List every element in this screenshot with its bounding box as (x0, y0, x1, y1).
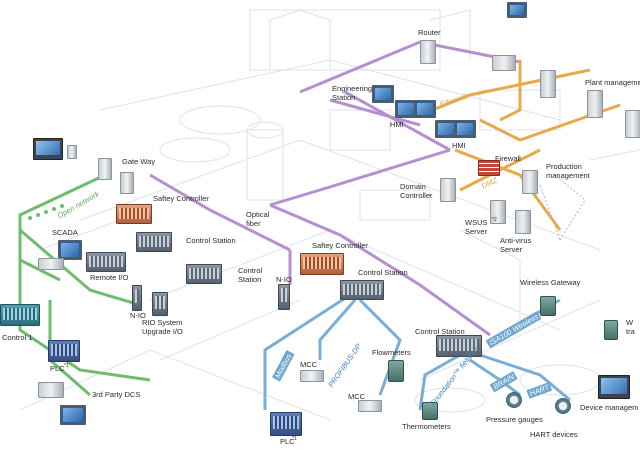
plc-1-footnote-label: *1 (64, 363, 69, 369)
hmi-1b-monitor-icon[interactable] (414, 100, 436, 118)
firewall-icon (478, 160, 500, 176)
top-right-monitor-icon (507, 2, 527, 18)
engineering-station-label: Engineering Station (332, 84, 373, 102)
scada-workstation-icon (38, 258, 64, 270)
tablet-icon (67, 145, 77, 159)
control-station-3-label: Control Station (358, 268, 408, 277)
antivirus-server-label: Anti-virus Server (500, 236, 532, 254)
fieldbus-links (263, 293, 571, 411)
mcc-2-device[interactable] (358, 400, 382, 412)
mcc-1-device[interactable] (300, 370, 324, 382)
control-station-2-device[interactable] (186, 264, 222, 284)
gateway-device-icon[interactable] (98, 158, 112, 180)
safety-controller-2-label: Saftey Controller (312, 241, 368, 250)
antivirus-server-icon (515, 210, 531, 234)
control-1-label: Control 1 (2, 333, 33, 342)
wireless-gateway-label: Wireless Gateway (520, 278, 581, 287)
flowmeters-label: Flowmeters (372, 348, 411, 357)
control-station-1-label: Control Station (186, 236, 236, 245)
plant-management-server-2-icon (625, 110, 640, 138)
nio-2-label: N-IO (276, 275, 292, 284)
wireless-dots (28, 204, 64, 220)
nio-2-device[interactable] (278, 284, 290, 310)
dashed-lines (539, 174, 586, 241)
hmi-2b-monitor-icon[interactable] (454, 120, 476, 138)
plc-2-device[interactable] (270, 412, 302, 436)
remote-io-device[interactable] (86, 252, 126, 272)
router-label: Router (418, 28, 441, 37)
plc-1-device[interactable] (48, 340, 80, 362)
control-station-4-label: Control Station (415, 327, 465, 336)
rio-upgrade-label: RIO System Upgrade I/O (142, 318, 183, 336)
remote-io-label: Remote I/O (90, 273, 129, 282)
router-aux-device (492, 55, 516, 71)
pressure-gauges-label: Pressure gauges (486, 415, 543, 424)
router-device[interactable] (420, 40, 436, 64)
plant-server-icon (540, 70, 556, 98)
nio-1-device[interactable] (132, 285, 142, 311)
wireless-gateway-icon[interactable] (540, 296, 556, 316)
third-party-dcs-monitor-icon[interactable] (60, 405, 86, 425)
third-party-dcs-label: 3rd Party DCS (92, 390, 141, 399)
scada-label: SCADA (52, 228, 78, 237)
pressure-gauge-icon[interactable] (506, 392, 522, 408)
wsus-server-label: WSUS Server (465, 218, 488, 236)
gateway-device-2-icon (120, 172, 134, 194)
plant-management-label: Plant manageme (585, 78, 640, 87)
domain-controller-server-icon (440, 178, 456, 202)
plc-2-footnote-label: *1 (292, 436, 297, 442)
device-management-label: Device managem (580, 403, 639, 412)
production-management-server-icon (522, 170, 538, 194)
hart-devices-label: HART devices (530, 430, 578, 439)
control-station-1-device[interactable] (136, 232, 172, 252)
laptop-icon (33, 138, 63, 160)
device-management-laptop-icon[interactable] (598, 375, 630, 399)
scada-monitor-icon[interactable] (58, 240, 82, 260)
hmi-2-label: HMI (452, 141, 466, 150)
control-1-device[interactable] (0, 304, 40, 326)
mcc-1-label: MCC (300, 360, 318, 369)
rio-upgrade-device[interactable] (152, 292, 168, 316)
thermometer-icon[interactable] (422, 402, 438, 420)
wireless-transmitter-icon (604, 320, 618, 340)
wsus-server-icon (490, 200, 506, 224)
open-network-links (18, 173, 151, 397)
flowmeter-icon[interactable] (388, 360, 404, 382)
wsus-footnote-label: *2 (492, 217, 497, 223)
plc-1-label: PLC (50, 364, 65, 373)
plc-2-label: PLC (280, 437, 295, 446)
nio-1-label: N-IO (130, 311, 146, 320)
control-station-4-device[interactable] (436, 335, 482, 357)
plant-management-server-icon (587, 90, 603, 118)
firewall-label: Firewall (495, 154, 521, 163)
domain-controller-label: Domain Controller (400, 182, 433, 200)
production-management-label: Production management (546, 162, 590, 180)
thermometers-label: Thermometers (402, 422, 451, 431)
safety-controller-1-label: Saftey Controller (153, 194, 209, 203)
hart-device-icon[interactable] (555, 398, 571, 414)
hmi-1-label: HMI (390, 120, 404, 129)
control-station-3-device[interactable] (340, 280, 384, 300)
gateway-label: Gate Way (122, 157, 156, 166)
plc-1-peripheral-icon (38, 382, 64, 398)
safety-controller-1-device[interactable] (116, 204, 152, 224)
engineering-station-monitor-icon[interactable] (372, 85, 394, 103)
safety-controller-2-device[interactable] (300, 253, 344, 275)
mcc-2-label: MCC (348, 392, 366, 401)
wireless-transmitter-label: W tra (626, 318, 635, 336)
control-station-2-label: Control Station (238, 266, 263, 284)
optical-fiber-label: Optical fiber (246, 210, 270, 228)
